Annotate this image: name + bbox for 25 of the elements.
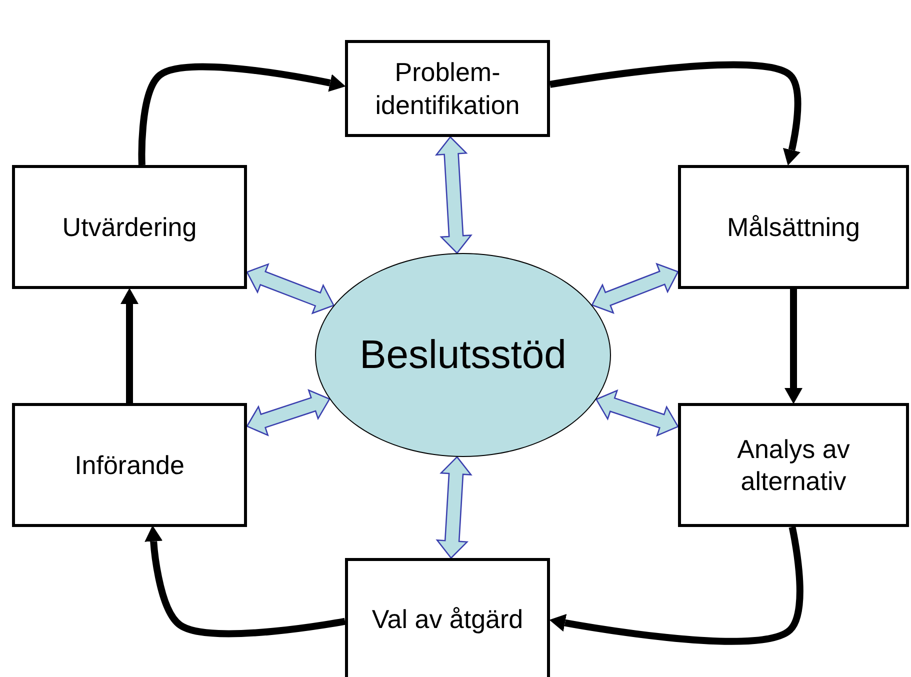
double-block-arrow: [434, 136, 472, 254]
double-block-arrow: [591, 262, 679, 314]
double-block-arrow: [595, 389, 679, 437]
node-label: Val av åtgärd: [372, 602, 524, 636]
process-box: [345, 40, 550, 137]
arrow: [784, 289, 802, 404]
process-box: [678, 165, 909, 289]
node-label: Problem- identifikation: [374, 56, 521, 121]
double-block-arrow: [436, 456, 472, 559]
node-label: Målsättning: [727, 210, 860, 244]
process-box: [345, 558, 550, 677]
process-box: [12, 403, 247, 527]
arrow: [549, 61, 802, 166]
arrow: [144, 525, 346, 638]
process-box: [12, 165, 247, 289]
double-block-arrow: [246, 388, 330, 436]
process-box: [678, 403, 909, 527]
node-label: Analys av alternativ: [736, 432, 851, 498]
node-label: Beslutsstöd: [360, 332, 566, 379]
node-label: Utvärdering: [62, 210, 197, 244]
arrow: [138, 63, 346, 166]
arrow: [120, 288, 138, 403]
double-block-arrow: [246, 263, 335, 314]
node-label: Införande: [74, 448, 184, 482]
arrow: [549, 526, 804, 645]
